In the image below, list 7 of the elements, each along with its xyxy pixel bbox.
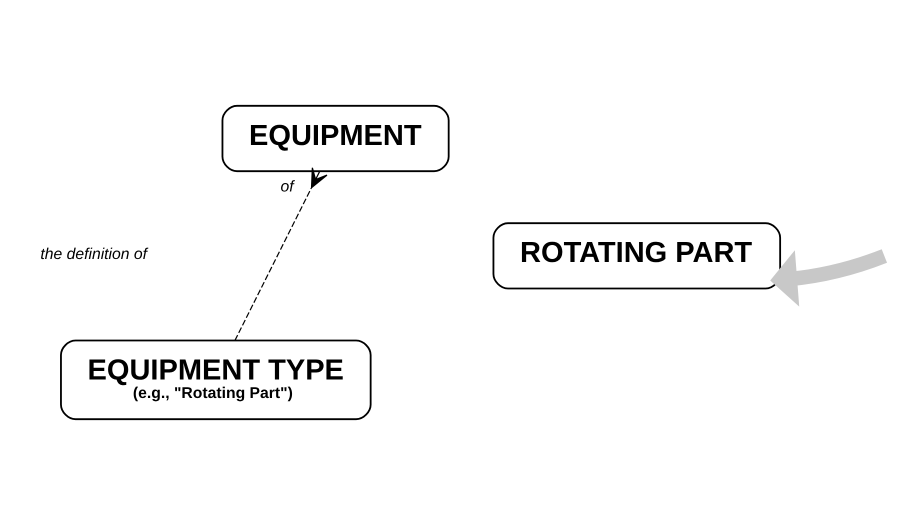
node-box: EQUIPMENT: [222, 104, 450, 172]
label: the definition of: [40, 245, 148, 262]
arrow: [770, 248, 887, 306]
edge-label: of: [280, 178, 294, 196]
node-box: ROTATING PART: [492, 222, 782, 289]
connector: [234, 166, 328, 340]
node-box: EQUIPMENT TYPE (e.g., "Rotating Part"): [60, 339, 372, 420]
